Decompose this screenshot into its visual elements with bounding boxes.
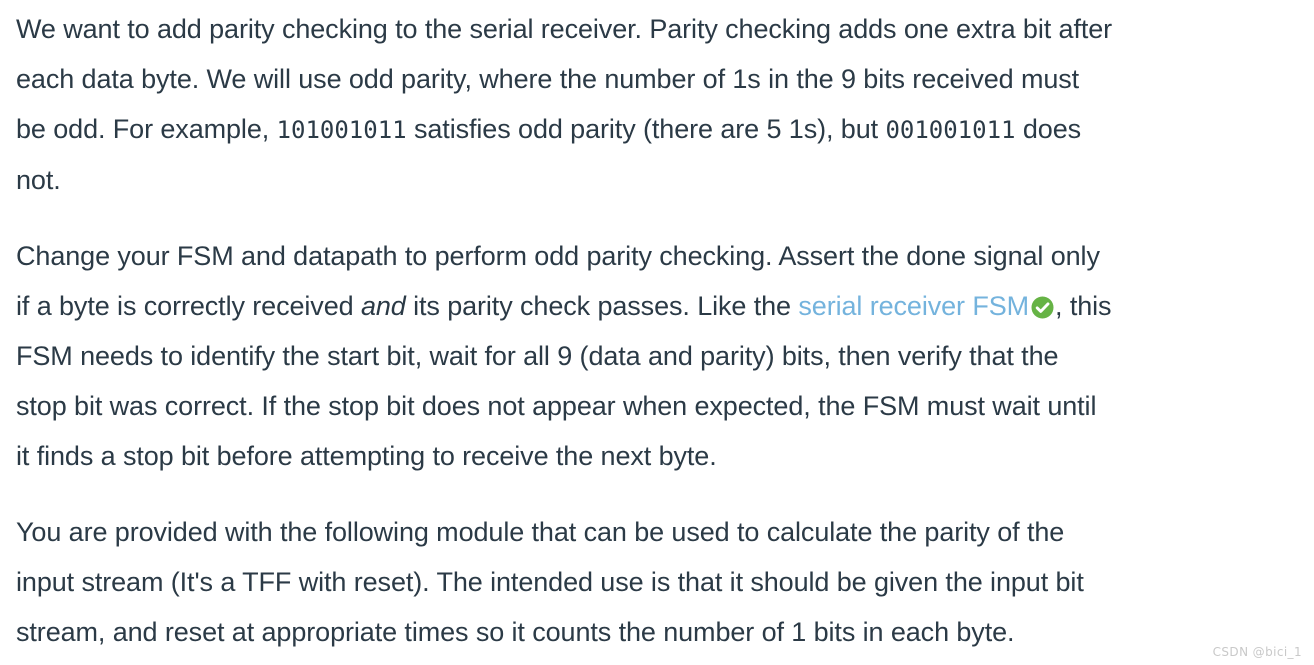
paragraph-requirements-line-5: it finds a stop bit before attempting to… <box>16 441 717 471</box>
paragraph-intro-line-3: be odd. For example, 101001011 satisfies… <box>16 104 1300 155</box>
paragraph-module-description: You are provided with the following modu… <box>16 481 1300 657</box>
text-segment: satisfies odd parity (there are 5 1s), b… <box>406 114 886 144</box>
paragraph-intro-line-4: not. <box>16 165 61 195</box>
paragraph-intro-line-1: We want to add parity checking to the se… <box>16 14 1113 44</box>
paragraph-requirements-line-1: Change your FSM and datapath to perform … <box>16 241 1100 271</box>
text-segment: its parity check passes. Like the <box>405 291 799 321</box>
text-segment: , this <box>1055 291 1112 321</box>
text-segment: if a byte is correctly received <box>16 291 361 321</box>
text-segment: be odd. For example, <box>16 114 277 144</box>
paragraph-module-description-line-1: You are provided with the following modu… <box>16 517 1065 547</box>
code-odd-parity-example: 101001011 <box>276 116 407 144</box>
link-serial-receiver-fsm[interactable]: serial receiver FSM <box>798 291 1030 321</box>
paragraph-intro: We want to add parity checking to the se… <box>16 0 1300 205</box>
text-segment: does <box>1015 114 1082 144</box>
paragraph-intro-line-2: each data byte. We will use odd parity, … <box>16 64 1080 94</box>
paragraph-module-description-line-2: input stream (It's a TFF with reset). Th… <box>16 567 1084 597</box>
paragraph-requirements-line-3: FSM needs to identify the start bit, wai… <box>16 341 1059 371</box>
paragraph-requirements-line-4: stop bit was correct. If the stop bit do… <box>16 391 1097 421</box>
paragraph-requirements-line-2: if a byte is correctly received and its … <box>16 281 1300 331</box>
paragraph-module-description-line-3: stream, and reset at appropriate times s… <box>16 617 1015 647</box>
code-non-odd-parity-example: 001001011 <box>885 116 1016 144</box>
green-check-circle-icon <box>1031 296 1054 319</box>
emphasis-and: and <box>360 291 406 321</box>
csdn-watermark: CSDN @bici_1 <box>1212 645 1302 659</box>
paragraph-requirements: Change your FSM and datapath to perform … <box>16 205 1300 481</box>
